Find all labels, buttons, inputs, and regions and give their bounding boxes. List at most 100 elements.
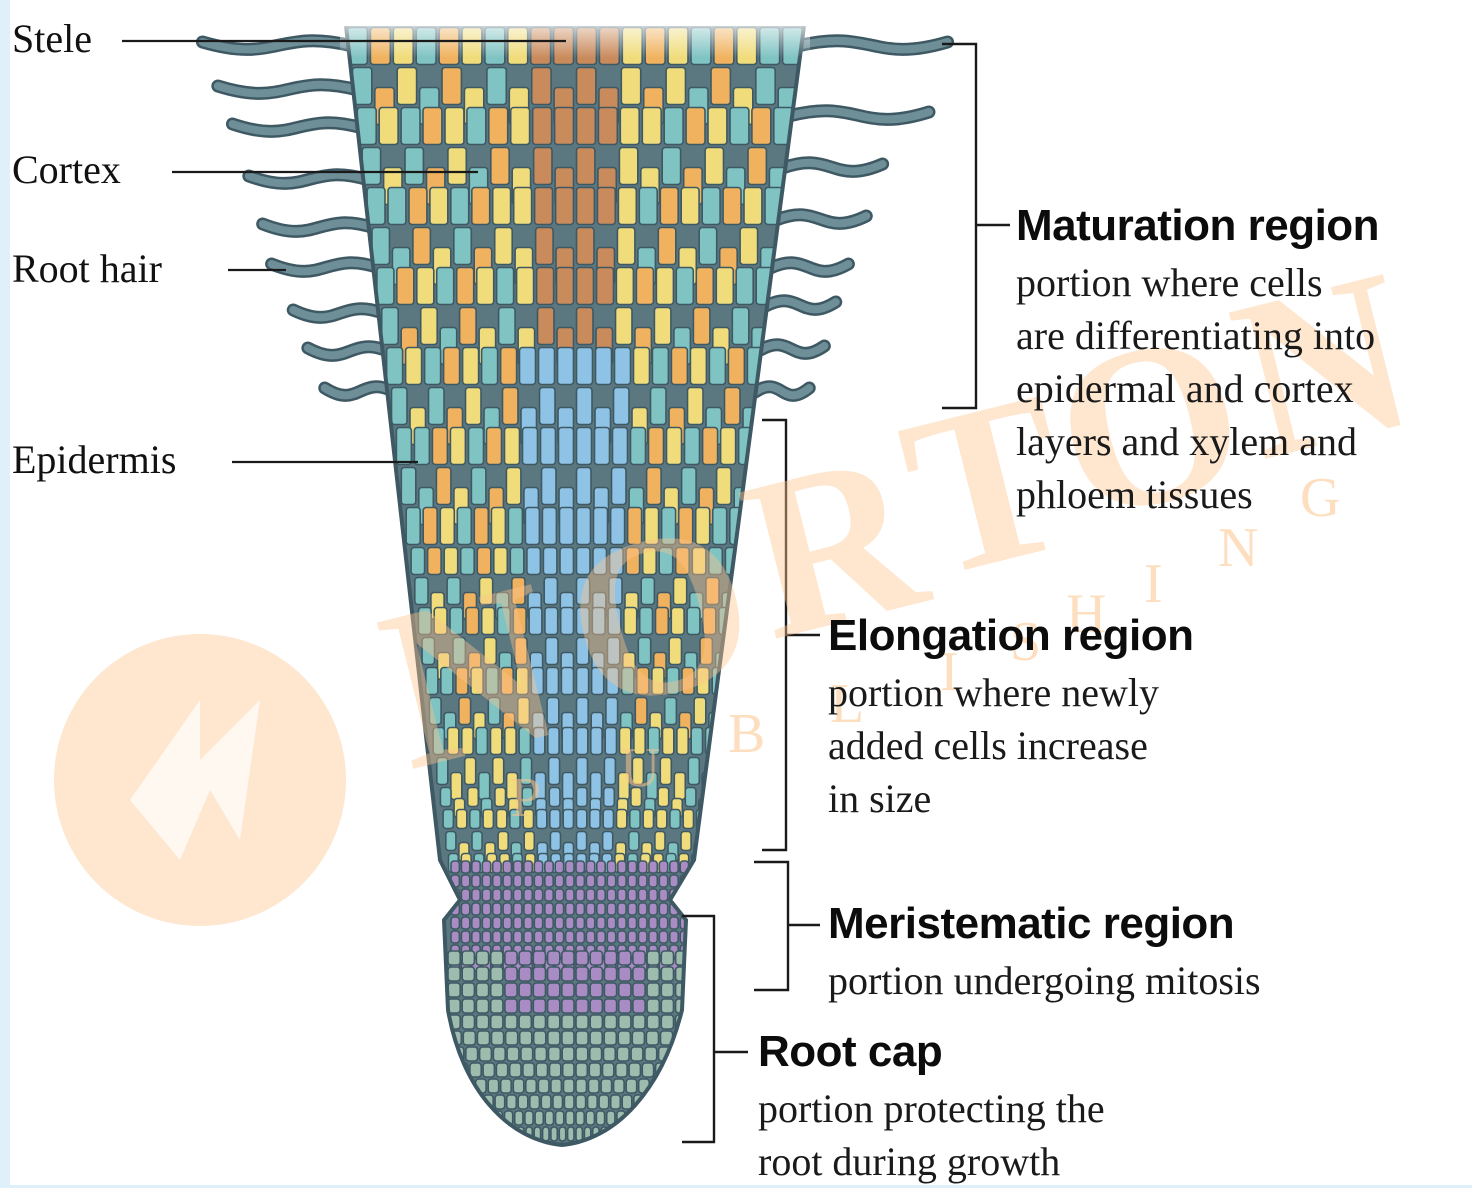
- root-cell: [538, 1079, 549, 1093]
- root-cell: [717, 468, 732, 505]
- description-line: root during growth: [758, 1135, 1105, 1188]
- root-cell: [482, 348, 498, 385]
- root-cell: [514, 889, 522, 901]
- root-cell: [566, 917, 574, 929]
- root-cell: [577, 108, 596, 145]
- root-cell: [705, 148, 723, 185]
- root-cell: [576, 1047, 588, 1061]
- root-cell: [501, 668, 513, 695]
- root-cell: [652, 348, 668, 385]
- root-cell: [549, 1047, 561, 1061]
- root-cell: [576, 861, 584, 873]
- root-cell: [377, 268, 394, 305]
- root-cell: [577, 638, 589, 665]
- root-cell: [545, 931, 553, 943]
- root-cell: [491, 967, 503, 981]
- root-cell: [615, 348, 631, 385]
- root-cell: [645, 508, 659, 545]
- root-cell: [725, 388, 741, 425]
- root-cell: [397, 268, 414, 305]
- root-cell: [488, 698, 500, 725]
- root-cell: [604, 1031, 616, 1045]
- root-cell: [577, 698, 589, 725]
- root-cell: [545, 875, 553, 887]
- root-cell: [548, 1015, 560, 1029]
- root-cell: [638, 638, 650, 665]
- root-cell: [614, 1079, 625, 1093]
- root-cell: [545, 917, 553, 929]
- root-cell: [590, 1047, 602, 1061]
- root-cell: [563, 773, 574, 800]
- root-cell: [466, 388, 482, 425]
- description-line: in size: [828, 772, 1159, 825]
- root-cell: [706, 578, 719, 605]
- root-cell: [618, 188, 636, 225]
- root-cell: [606, 698, 618, 725]
- root-cell: [690, 983, 702, 997]
- root-cell: [472, 861, 480, 873]
- root-cell: [426, 668, 438, 695]
- root-cell: [548, 999, 560, 1013]
- root-cell: [577, 148, 595, 185]
- root-cell: [543, 1127, 549, 1141]
- root-cell: [649, 875, 657, 887]
- root-cell: [498, 608, 511, 635]
- root-cell: [586, 931, 594, 943]
- root-cell: [677, 728, 688, 755]
- root-cell: [586, 917, 594, 929]
- root-cell: [524, 903, 532, 915]
- root-cell: [514, 903, 522, 915]
- root-cell: [497, 810, 507, 829]
- root-cell: [748, 148, 766, 185]
- root-cell: [562, 1031, 574, 1045]
- elongation-bracket: [762, 420, 820, 850]
- root-cell: [461, 861, 469, 873]
- root-cell: [553, 1095, 563, 1109]
- root-cell: [482, 861, 490, 873]
- root-cell: [676, 268, 693, 305]
- root-cell: [482, 931, 490, 943]
- root-cell: [607, 875, 615, 887]
- root-cell: [607, 917, 615, 929]
- root-cell: [472, 917, 480, 929]
- root-cell: [618, 1031, 630, 1045]
- root-cell: [514, 861, 522, 873]
- root-cell: [459, 698, 471, 725]
- root-cell: [592, 668, 604, 695]
- root-cell: [432, 428, 447, 465]
- root-cell: [423, 508, 437, 545]
- root-cell: [480, 1047, 492, 1061]
- root-cell: [447, 578, 460, 605]
- root-cell: [535, 188, 553, 225]
- root-cell: [555, 875, 563, 887]
- root-cell: [477, 268, 494, 305]
- root-cell: [492, 1031, 504, 1045]
- root-cell: [667, 428, 682, 465]
- root-cap-bracket: [682, 916, 748, 1142]
- root-cell: [491, 951, 503, 965]
- root-cell: [577, 188, 595, 225]
- root-cell: [513, 608, 526, 635]
- elongation-region-description: portion where newly added cells increase…: [828, 666, 1159, 825]
- root-cell: [593, 548, 607, 575]
- root-cell: [691, 875, 699, 887]
- root-cell: [589, 1063, 600, 1077]
- root-cell: [555, 108, 574, 145]
- root-cell: [448, 728, 459, 755]
- root-cell: [544, 578, 557, 605]
- root-cell: [535, 1111, 543, 1125]
- root-cell: [548, 728, 559, 755]
- root-cell: [691, 959, 699, 971]
- root-cell: [519, 967, 531, 981]
- root-cell: [597, 875, 605, 887]
- root-cell: [454, 228, 472, 265]
- description-line: portion where newly: [828, 666, 1159, 719]
- root-cell: [495, 228, 513, 265]
- root-cell: [681, 832, 691, 851]
- root-cell: [440, 508, 454, 545]
- root-cell: [534, 728, 545, 755]
- root-cell: [462, 728, 473, 755]
- root-cell: [649, 931, 657, 943]
- root-cell: [642, 108, 661, 145]
- maturation-region-title: Maturation region: [1016, 204, 1379, 248]
